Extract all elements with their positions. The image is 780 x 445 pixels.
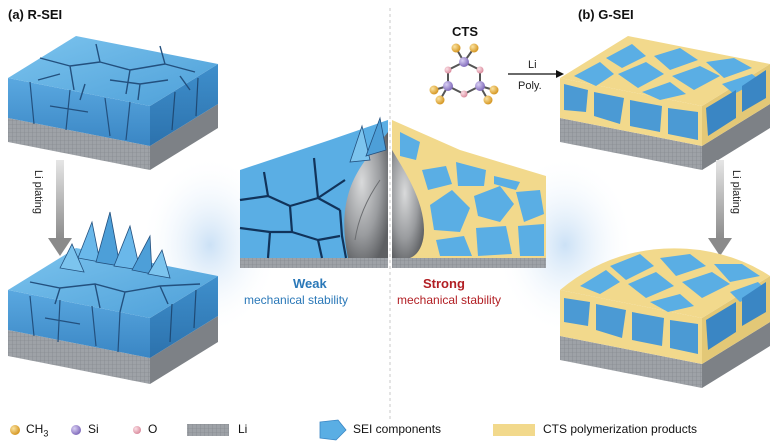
right-li-plating-arrow (708, 160, 732, 256)
legend-sei-label: SEI components (353, 422, 441, 436)
weak-cutaway (240, 118, 388, 268)
weak-subtitle: mechanical stability (244, 293, 348, 307)
molecule-title: CTS (452, 24, 478, 39)
right-process-label: Li plating (730, 170, 742, 214)
left-process-label: Li plating (32, 170, 44, 214)
legend-cts-swatch (493, 424, 535, 436)
reaction-arrow (508, 70, 564, 78)
legend-ch3-label: CH3 (26, 422, 48, 438)
cts-molecule (430, 44, 499, 105)
weak-title: Weak (293, 276, 327, 291)
g-sei-block-plated (560, 248, 770, 388)
left-li-plating-arrow (48, 160, 72, 256)
g-sei-block-initial (560, 36, 770, 170)
reaction-arrow-top-label: Li (528, 59, 537, 71)
legend-sei-swatch (320, 420, 346, 440)
legend-o-swatch (133, 426, 141, 434)
legend-si-label: Si (88, 422, 99, 436)
reaction-arrow-bottom-label: Poly. (518, 80, 542, 92)
panel-a-title: (a) R-SEI (8, 7, 62, 22)
legend-li-swatch (187, 424, 229, 436)
legend-li-label: Li (238, 422, 247, 436)
legend-si-swatch (71, 425, 81, 435)
strong-title: Strong (423, 276, 465, 291)
legend-cts-label: CTS polymerization products (543, 422, 697, 436)
r-sei-block-initial (8, 36, 218, 170)
panel-b-title: (b) G-SEI (578, 7, 634, 22)
strong-cutaway (392, 120, 546, 268)
strong-subtitle: mechanical stability (397, 293, 501, 307)
legend-ch3-swatch (10, 425, 20, 435)
legend-o-label: O (148, 422, 157, 436)
